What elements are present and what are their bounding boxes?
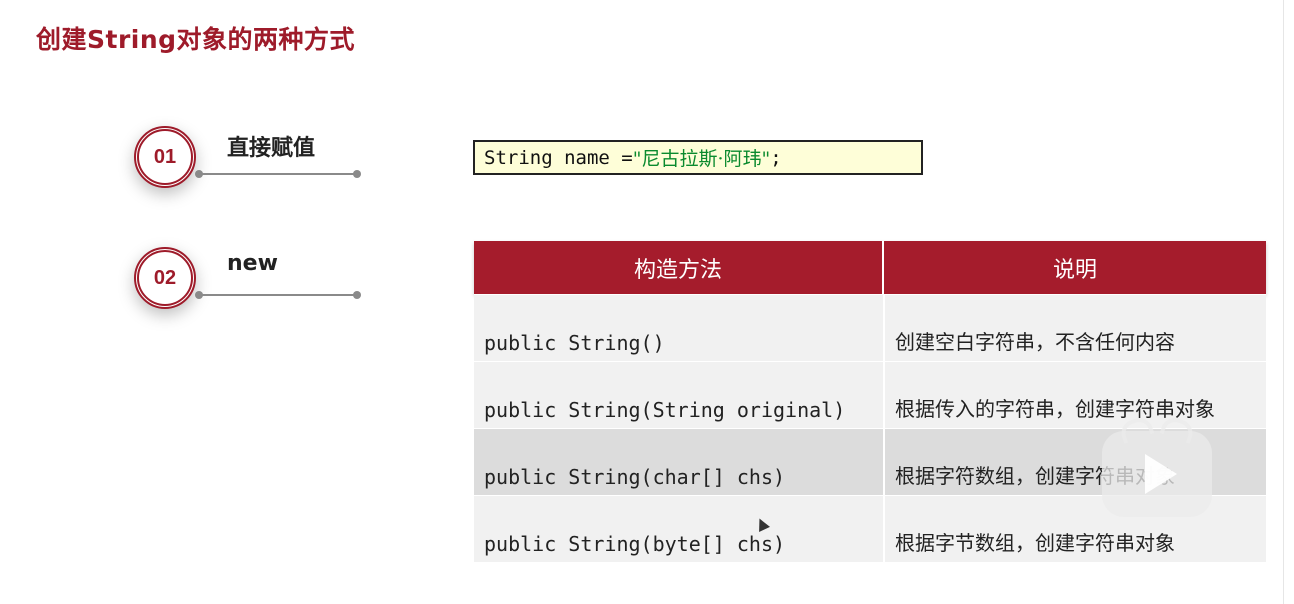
table-header-description: 说明 <box>881 241 1266 294</box>
table-cell-description: 根据传入的字符串，创建字符串对象 <box>883 362 1266 428</box>
table-header-constructor: 构造方法 <box>633 257 722 283</box>
table-cell-constructor: public String() <box>484 331 665 355</box>
constructor-table: 构造方法 说明 public String() 创建空白字符串，不含任何内容 p… <box>474 241 1266 562</box>
step-label: new <box>227 251 278 276</box>
step-direct-assign: 01 直接赋值 <box>134 126 394 196</box>
step-number-badge: 01 <box>134 126 196 188</box>
right-edge-divider <box>1283 0 1284 604</box>
table-row: public String() 创建空白字符串，不含任何内容 <box>474 294 1266 361</box>
line-dot-left <box>195 291 203 299</box>
code-suffix: ; <box>770 146 782 169</box>
table-cell-description: 创建空白字符串，不含任何内容 <box>883 295 1266 361</box>
table-cell-constructor: public String(byte[] chs) <box>484 532 786 556</box>
table-cell-constructor: public String(String original) <box>484 398 846 422</box>
step-underline <box>195 291 361 299</box>
step-underline <box>195 170 361 178</box>
code-string-literal: "尼古拉斯·阿玮" <box>632 148 771 170</box>
step-number: 02 <box>137 250 193 306</box>
table-row: public String(String original) 根据传入的字符串，… <box>474 361 1266 428</box>
table-row: public String(byte[] chs) 根据字节数组，创建字符串对象 <box>474 495 1266 562</box>
code-prefix: String name = <box>484 146 633 169</box>
table-cell-description: 根据字节数组，创建字符串对象 <box>883 496 1266 562</box>
play-triangle <box>1145 454 1177 494</box>
code-snippet-box: String name = "尼古拉斯·阿玮"; <box>473 140 923 175</box>
play-icon[interactable] <box>1102 414 1212 517</box>
step-new: 02 new <box>134 247 394 317</box>
step-number: 01 <box>137 129 193 185</box>
table-cell-constructor: public String(char[] chs) <box>484 465 786 489</box>
table-header: 构造方法 说明 <box>474 241 1266 294</box>
slide-title: 创建String对象的两种方式 <box>36 25 356 54</box>
line-dot-left <box>195 170 203 178</box>
line-dot-right <box>353 170 361 178</box>
step-label: 直接赋值 <box>227 136 316 161</box>
step-number-badge: 02 <box>134 247 196 309</box>
line-dot-right <box>353 291 361 299</box>
